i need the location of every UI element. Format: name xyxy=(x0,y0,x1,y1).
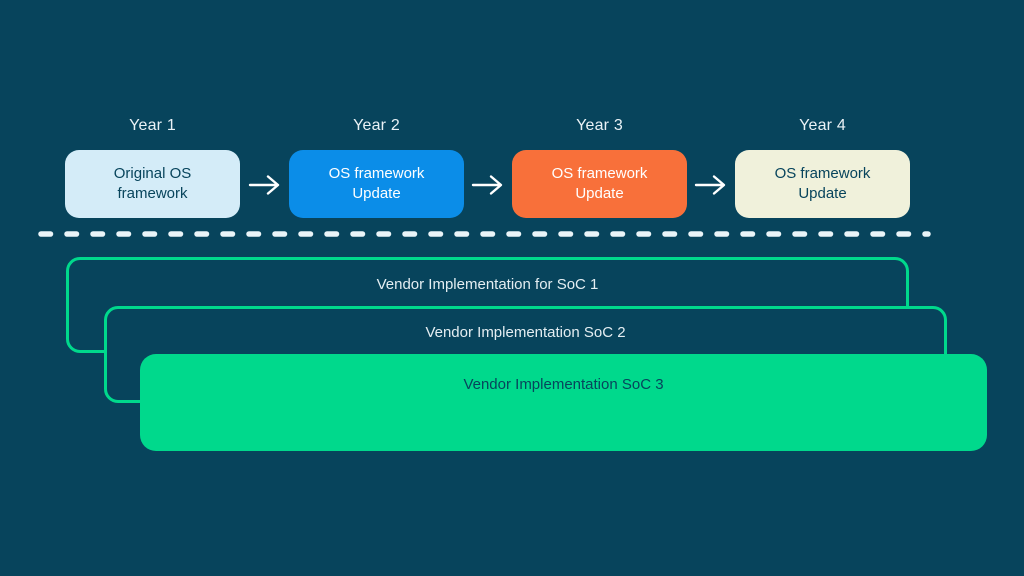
year-label: Year 3 xyxy=(576,117,623,134)
box-label: OS framework Update xyxy=(328,164,425,202)
right-arrow-icon xyxy=(248,175,280,195)
box-label: OS framework Update xyxy=(551,164,648,202)
timeline-column-year-1: Year 1 Original OS framework xyxy=(65,114,240,218)
vendor-box-label: Vendor Implementation for SoC 1 xyxy=(376,276,599,293)
year-label: Year 1 xyxy=(129,117,176,134)
os-framework-update-box-year-4: OS framework Update xyxy=(735,150,910,218)
original-os-framework-box: Original OS framework xyxy=(65,150,240,218)
year-label: Year 4 xyxy=(799,117,846,134)
box-label: OS framework Update xyxy=(774,164,871,202)
os-framework-update-box-year-2: OS framework Update xyxy=(289,150,464,218)
box-label: Original OS framework xyxy=(113,164,192,202)
dashed-divider-line xyxy=(38,231,931,237)
vendor-box-label: Vendor Implementation SoC 3 xyxy=(463,376,664,393)
vendor-implementation-soc3-box: Vendor Implementation SoC 3 xyxy=(140,354,987,451)
timeline-column-year-4: Year 4 OS framework Update xyxy=(735,114,910,218)
year-label: Year 2 xyxy=(353,117,400,134)
timeline-column-year-3: Year 3 OS framework Update xyxy=(512,114,687,218)
os-framework-update-box-year-3: OS framework Update xyxy=(512,150,687,218)
vendor-box-label: Vendor Implementation SoC 2 xyxy=(425,324,626,341)
right-arrow-icon xyxy=(694,175,726,195)
timeline-column-year-2: Year 2 OS framework Update xyxy=(289,114,464,218)
right-arrow-icon xyxy=(471,175,503,195)
